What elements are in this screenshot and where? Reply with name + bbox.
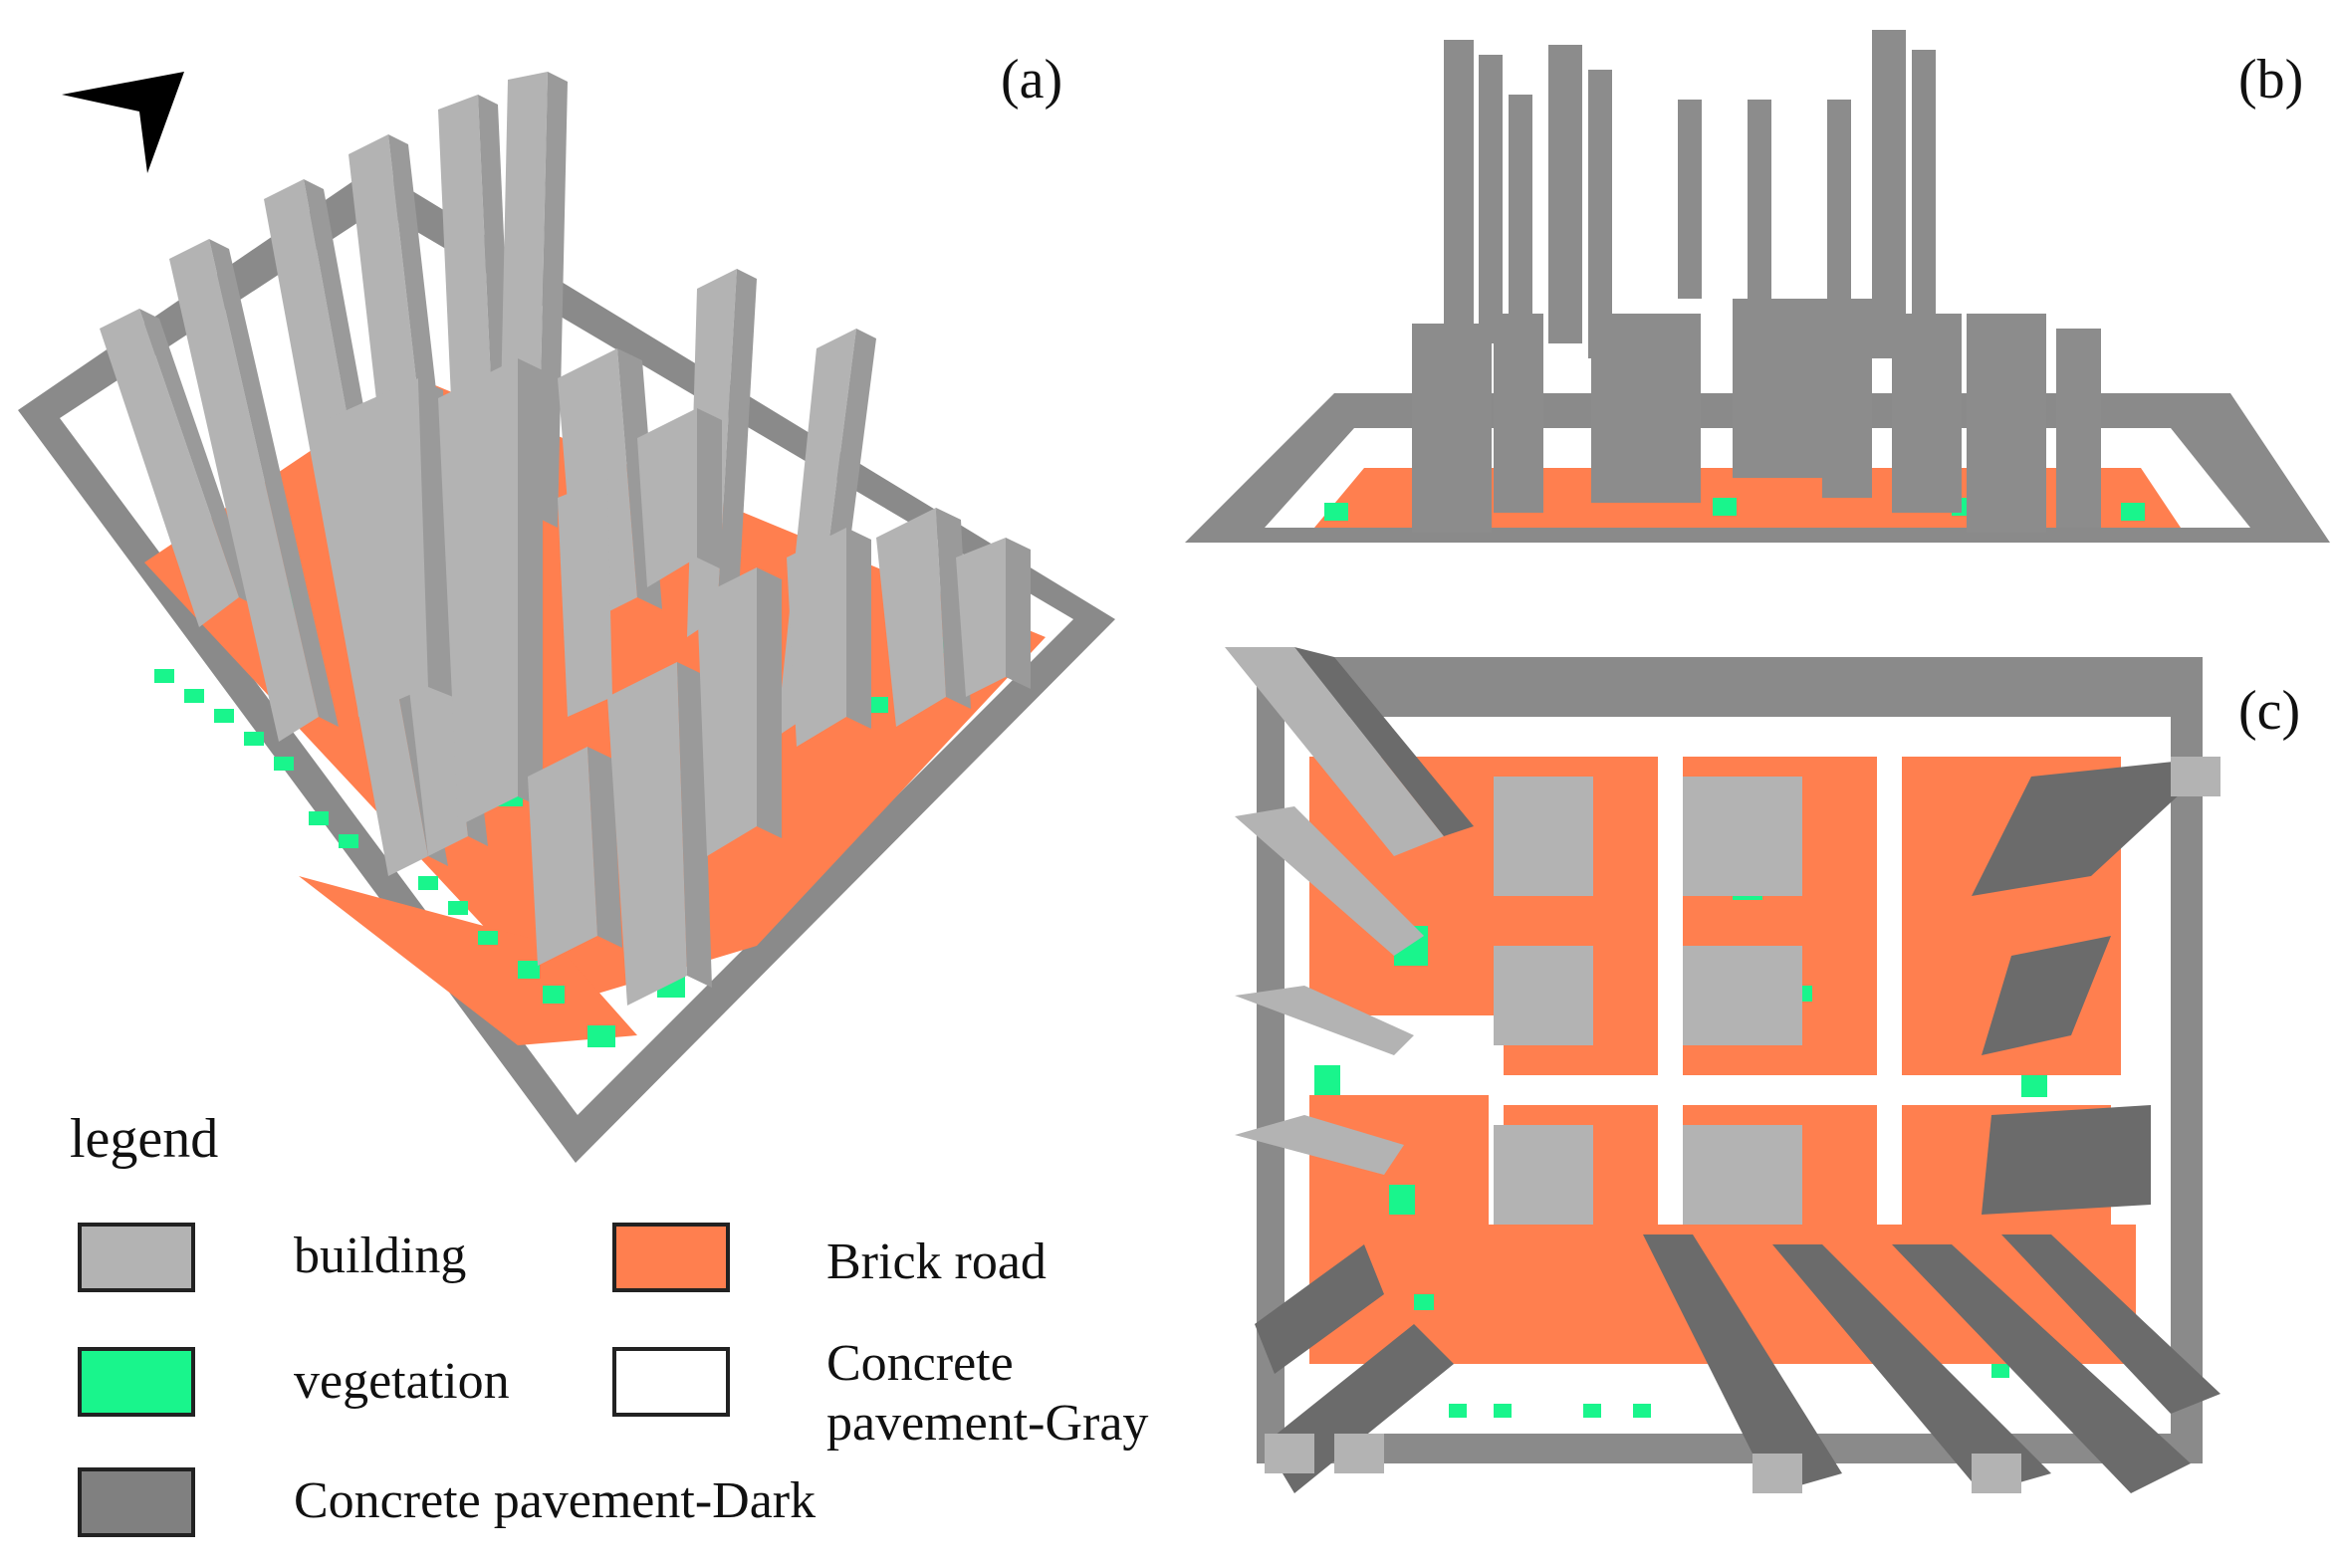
legend-swatch-concrete-dark: [78, 1467, 195, 1537]
legend-swatch-concrete-gray: [612, 1347, 730, 1417]
legend-label-concrete-dark: Concrete pavement-Dark: [294, 1472, 817, 1529]
north-arrow-icon: [62, 72, 184, 173]
legend-swatch-vegetation: [78, 1347, 195, 1417]
building-group: [100, 72, 1031, 1006]
building-group: [1225, 647, 2220, 1493]
legend-label-vegetation: vegetation: [294, 1353, 510, 1410]
legend-swatch-brick-road: [612, 1223, 730, 1292]
legend-label-brick-road: Brick road: [826, 1233, 1047, 1290]
legend-label-concrete-gray: Concrete pavement-Gray: [826, 1335, 1149, 1452]
legend-label-building: building: [294, 1228, 467, 1284]
panel-a-isometric-view: [18, 72, 1115, 1163]
building-group: [1412, 30, 2101, 533]
panel-b-side-view: [1185, 30, 2330, 543]
panel-label-b: (b): [2238, 49, 2304, 111]
panel-label-c: (c): [2238, 680, 2301, 742]
panel-c-top-view: [1225, 647, 2220, 1493]
legend-title: legend: [70, 1108, 219, 1170]
legend-swatch-building: [78, 1223, 195, 1292]
panel-label-a: (a): [1001, 49, 1063, 111]
